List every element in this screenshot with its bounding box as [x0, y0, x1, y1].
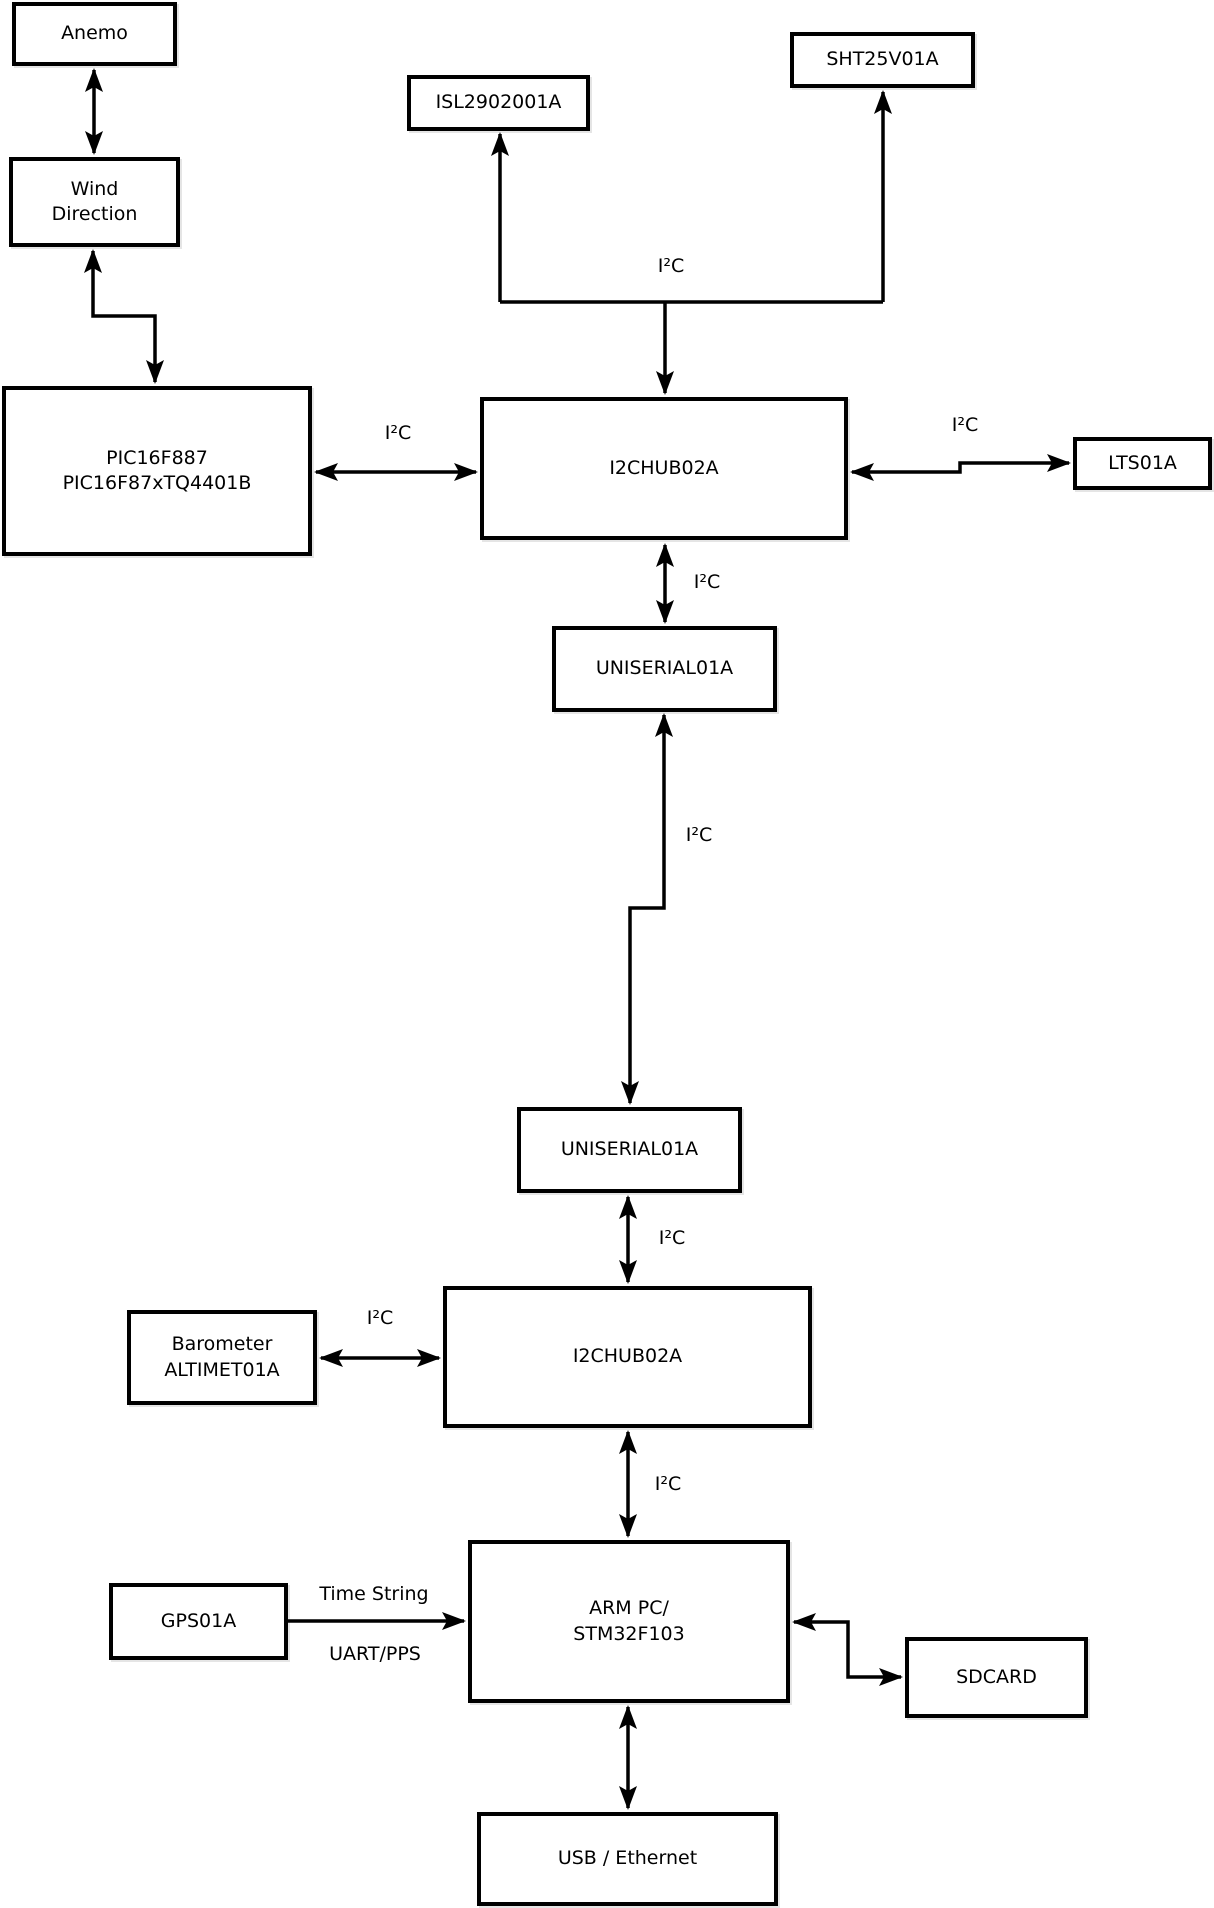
- node-uniserial01a-2-label: UNISERIAL01A: [560, 1138, 699, 1161]
- edge-hub1-lts: [850, 454, 1071, 481]
- edge-arm-sdcard: [792, 1613, 903, 1686]
- edge-label-i2c-hub1-lts: I²C: [949, 414, 981, 436]
- node-lts01a-label: LTS01A: [1108, 451, 1177, 474]
- edge-label-i2c-uniserial1-uniserial2: I²C: [683, 824, 715, 846]
- node-uniserial01a-2: UNISERIAL01A: [517, 1107, 742, 1193]
- node-isl2902001a: ISL2902001A: [407, 75, 590, 131]
- edge-label-i2c-hub2-arm: I²C: [652, 1473, 684, 1495]
- node-sht25v01a: SHT25V01A: [790, 32, 975, 88]
- node-anemo: Anemo: [12, 2, 177, 66]
- node-sdcard-label: SDCARD: [956, 1665, 1037, 1688]
- node-sdcard: SDCARD: [905, 1637, 1088, 1718]
- edge-wind-pic: [84, 249, 164, 384]
- edge-label-i2c-barometer-hub2: I²C: [364, 1307, 396, 1329]
- edge-label-i2c-pic-hub1: I²C: [382, 422, 414, 444]
- node-i2chub02a-2-label: I2CHUB02A: [572, 1345, 683, 1368]
- edge-label-i2c-uniserial2-hub2: I²C: [656, 1227, 688, 1249]
- node-usb-ethernet-label: USB / Ethernet: [557, 1847, 698, 1870]
- node-barometer-altimet01a: Barometer ALTIMET01A: [127, 1310, 317, 1405]
- node-i2chub02a-2: I2CHUB02A: [443, 1286, 812, 1428]
- node-uniserial01a-1: UNISERIAL01A: [552, 626, 777, 712]
- node-barometer-altimet01a-label: Barometer ALTIMET01A: [164, 1333, 280, 1381]
- edge-label-i2c-top-bus: I²C: [655, 255, 687, 277]
- node-usb-ethernet: USB / Ethernet: [477, 1812, 778, 1906]
- node-anemo-label: Anemo: [61, 22, 128, 45]
- edge-label-time-string: Time String: [317, 1583, 431, 1605]
- node-pic16f887-label: PIC16F887 PIC16F87xTQ4401B: [62, 446, 252, 494]
- node-pic16f887: PIC16F887 PIC16F87xTQ4401B: [2, 386, 312, 556]
- node-gps01a: GPS01A: [109, 1583, 288, 1660]
- edge-label-uart-pps: UART/PPS: [327, 1643, 423, 1665]
- node-isl2902001a-label: ISL2902001A: [435, 91, 562, 114]
- node-i2chub02a-1-label: I2CHUB02A: [609, 456, 719, 479]
- node-arm-pc-stm32f103: ARM PC/ STM32F103: [468, 1540, 790, 1703]
- node-wind-direction: Wind Direction: [9, 157, 180, 247]
- node-wind-direction-label: Wind Direction: [51, 177, 138, 225]
- node-uniserial01a-1-label: UNISERIAL01A: [595, 657, 734, 680]
- node-lts01a: LTS01A: [1073, 437, 1212, 490]
- node-i2chub02a-1: I2CHUB02A: [480, 397, 848, 540]
- edge-label-i2c-hub1-uniserial1: I²C: [691, 571, 723, 593]
- node-sht25v01a-label: SHT25V01A: [826, 48, 939, 71]
- node-arm-pc-stm32f103-label: ARM PC/ STM32F103: [573, 1597, 685, 1645]
- edge-uniserial1-uniserial2: [621, 713, 673, 1105]
- node-gps01a-label: GPS01A: [160, 1609, 237, 1632]
